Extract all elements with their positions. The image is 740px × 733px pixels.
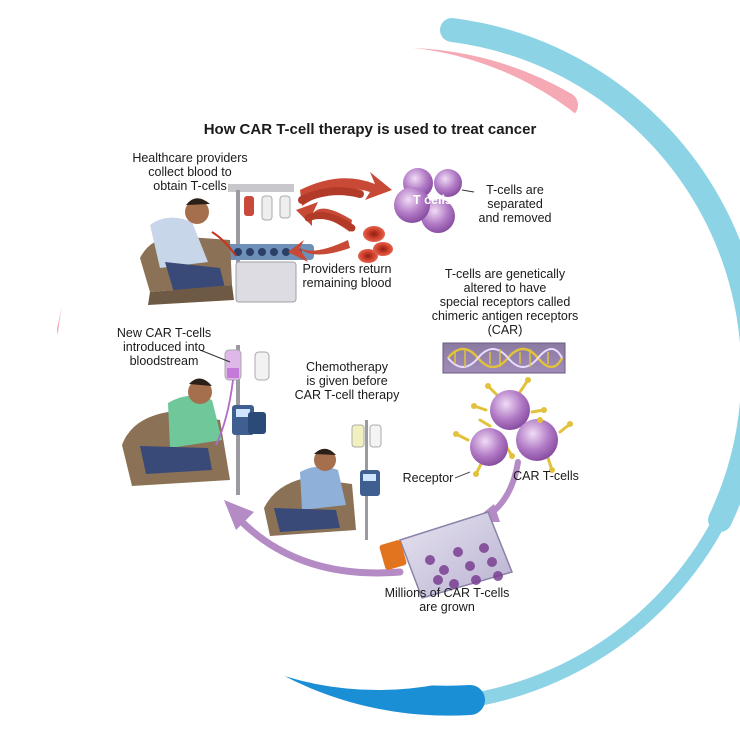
car-t-cell-icon [453,377,573,479]
diagram-title: How CAR T-cell therapy is used to treat … [203,121,537,138]
patient-infusion-illustration [122,345,270,495]
infusion-pump-icon [232,405,266,435]
infusion-pump-icon [360,470,380,496]
leader-lines [199,189,475,363]
decorative-rings [56,18,740,716]
t-cell-icon [394,168,462,233]
dna-strand-icon [442,342,566,374]
patient-apheresis-illustration [140,184,314,305]
return-arrow [288,202,356,262]
infuse-arrow [224,500,404,577]
person-in-chair-icon [140,198,234,305]
apheresis-machine-icon [226,184,314,303]
red-blood-cell-icon [358,226,393,263]
person-in-chair-icon [122,378,230,486]
receptor-label: Receptor [402,471,454,485]
t-cells-label: T cells [413,193,452,207]
culture-flask-icon [379,511,514,599]
collect-arrow [298,172,392,206]
person-in-chair-icon [264,448,356,536]
patient-chemotherapy-illustration [264,420,382,540]
car-t-cells-label: CAR T-cells [513,469,579,483]
